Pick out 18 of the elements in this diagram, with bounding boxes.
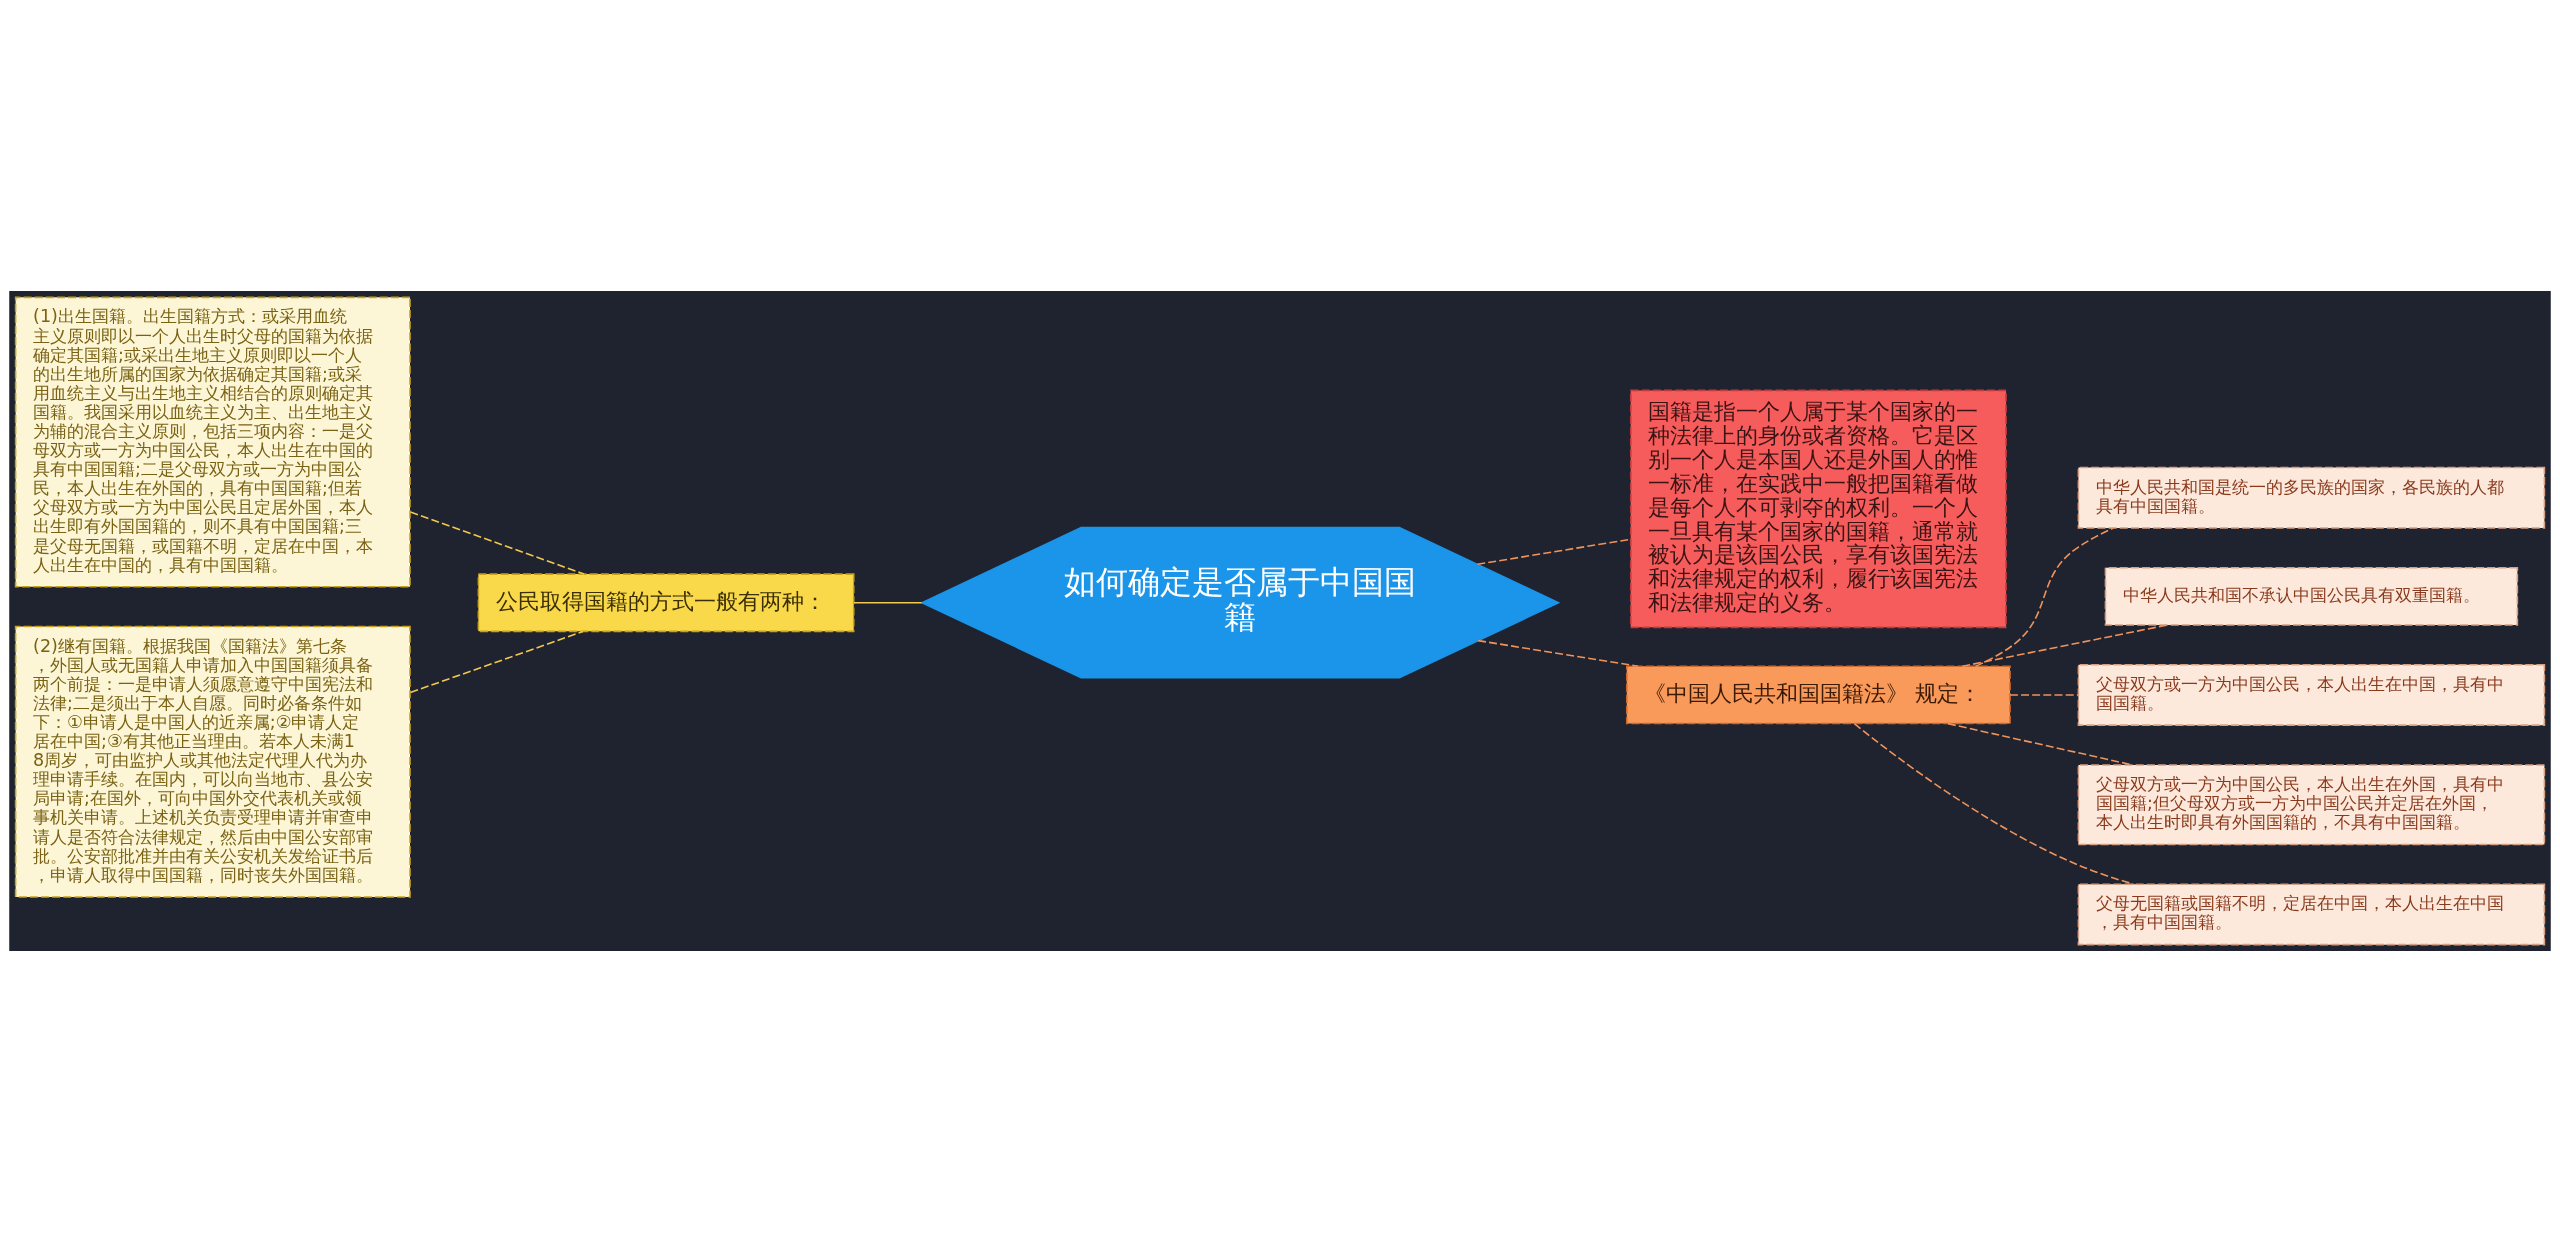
node-box: 中华人民共和国不承认中国公民具有双重国籍。: [2104, 566, 2519, 626]
node-box: 父母双方或一方为中国公民，本人出生在中国，具有中国国籍。: [2077, 663, 2546, 726]
connector: [1961, 623, 2169, 667]
node-box: 父母无国籍或国籍不明，定居在中国，本人出生在中国，具有中国国籍。: [2077, 882, 2546, 945]
connector: [1477, 639, 1639, 667]
connector: [409, 510, 585, 575]
node-box: 《中国人民共和国国籍法》 规定：: [1625, 665, 2011, 724]
connector: [853, 601, 923, 603]
connector: [1974, 526, 2115, 667]
node-box: 父母双方或一方为中国公民，本人出生在外国，具有中国国籍;但父母双方或一方为中国公民并定居在外国，本人出生时即具有外国国籍的，不具有中国国籍。: [2077, 763, 2546, 845]
node-box: (2)继有国籍。根据我国《国籍法》第七条，外国人或无国籍人申请加入中国国籍须具备两个前提：一是申请人须愿意遵守中国宪法和法律;二是须出于本人自愿。同时必备条件如下：①申请人是中国人的近亲属;②申请人定居在中国;③有其他正当理由。若本人未满18周岁，可由监护人或其他法定代理人代为办理申请手续。在国内，可以向当地市、县公安局申请;在国外，可向中国外交代表机关或领事机关申请。上述机关负责受理申请并审查申请人是否符合法律规定，然后由中国公安部审批。公安部批准并由有关公安机关发给证书后，申请人取得中国国籍，同时丧失外国国籍。: [14, 625, 411, 898]
node-box: 公民取得国籍的方式一般有两种：: [477, 572, 855, 632]
connector: [2009, 693, 2079, 696]
connector: [1853, 722, 2135, 885]
node-box: 中华人民共和国是统一的多民族的国家，各民族的人都具有中国国籍。: [2077, 466, 2546, 529]
node-box: (1)出生国籍。出生国籍方式：或采用血统主义原则即以一个人出生时父母的国籍为依据确定其国籍;或采出生地主义原则即以一个人的出生地所属的国家为依据确定其国籍;或采用血统主义与出生地主义相结合的原则确定其国籍。我国采用以血统主义为主、出生地主义为辅的混合主义原则，包括三项内容：一是父母双方或一方为中国公民，本人出生在中国的具有中国国籍;二是父母双方或一方为中国公民，本人出生在外国的，具有中国国籍;但若父母双方或一方为中国公民且定居外国，本人出生即有外国国籍的，则不具有中国国籍;三是父母无国籍，或国籍不明，定居在中国，本人出生在中国的，具有中国国籍。: [14, 296, 411, 588]
connector: [409, 630, 584, 693]
node-box: 国籍是指一个人属于某个国家的一种法律上的身份或者资格。它是区别一个人是本国人还是外国人的惟一标准，在实践中一般把国籍看做是每个人不可剥夺的权利。一个人一旦具有某个国家的国籍，通常就被认为是该国公民，享有该国宪法和法律规定的权利，履行该国宪法和法律规定的义务。: [1629, 389, 2007, 628]
